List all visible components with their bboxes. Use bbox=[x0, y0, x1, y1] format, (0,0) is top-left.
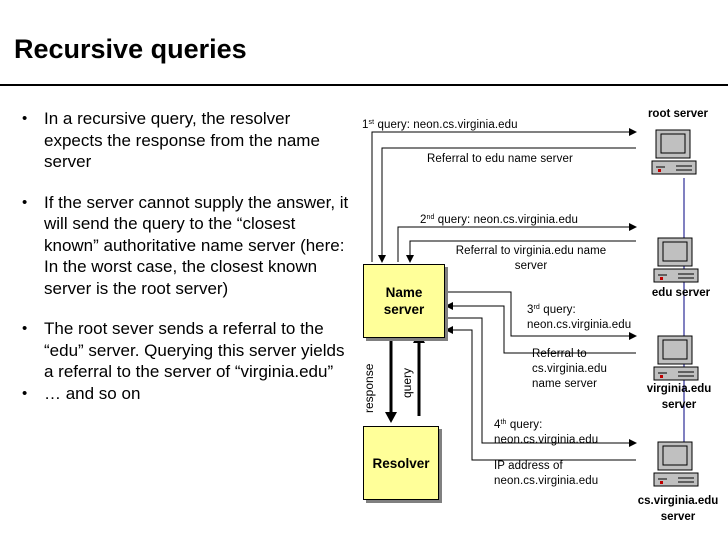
title-divider bbox=[0, 84, 728, 86]
slide-title: Recursive queries bbox=[14, 34, 247, 64]
name-server-label: Name bbox=[385, 285, 423, 300]
query-label: query bbox=[400, 367, 414, 398]
bullet-item: • If the server cannot supply the answer,… bbox=[18, 192, 353, 300]
name-server-box: Name server bbox=[363, 264, 445, 338]
computer-icon bbox=[651, 129, 697, 175]
computer-icon bbox=[653, 335, 699, 381]
r1-arrow bbox=[378, 147, 636, 263]
bullet-item: • The root sever sends a referral to the … bbox=[18, 318, 353, 383]
response-label: response bbox=[362, 363, 376, 413]
q2-label: 2nd query: neon.cs.virginia.edu bbox=[420, 214, 578, 226]
computer-icon bbox=[653, 441, 699, 487]
q2-arrow bbox=[397, 223, 637, 262]
bullet-icon: • bbox=[22, 193, 28, 211]
q1-label: 1st query: neon.cs.virginia.edu bbox=[362, 119, 518, 131]
bullet-list: • In a recursive query, the resolver expe… bbox=[18, 108, 353, 404]
bullet-icon: • bbox=[22, 384, 28, 402]
q3-label: 3rd query:neon.cs.virginia.edu bbox=[527, 304, 632, 331]
bullet-icon: • bbox=[22, 320, 28, 337]
bullet-text: The root sever sends a referral to the “… bbox=[44, 319, 345, 381]
edu-server-label: edu server bbox=[651, 287, 711, 299]
q1-arrow bbox=[371, 128, 637, 262]
root-server-label: root server bbox=[647, 108, 709, 120]
r2-arrow bbox=[406, 240, 636, 263]
bullet-icon: • bbox=[22, 110, 28, 127]
bullet-text: In a recursive query, the resolver expec… bbox=[44, 109, 320, 171]
r4-arrow bbox=[445, 326, 636, 461]
q4-label: 4th query:neon.cs.virginia.edu bbox=[494, 419, 599, 446]
name-server-label: server bbox=[383, 302, 425, 317]
bullet-text: … and so on bbox=[44, 383, 141, 403]
resolver-label: Resolver bbox=[372, 455, 430, 471]
computer-icon bbox=[653, 237, 699, 283]
r1-label: Referral to edu name server bbox=[427, 153, 573, 165]
bullet-item: • … and so on bbox=[18, 383, 353, 405]
bullet-text: If the server cannot supply the answer, … bbox=[44, 192, 349, 298]
resolver-box: Resolver bbox=[363, 426, 439, 500]
q3-arrow bbox=[446, 291, 637, 340]
bullet-item: • In a recursive query, the resolver expe… bbox=[18, 108, 353, 173]
q4-arrow bbox=[446, 317, 637, 447]
r3-arrow bbox=[445, 302, 636, 354]
